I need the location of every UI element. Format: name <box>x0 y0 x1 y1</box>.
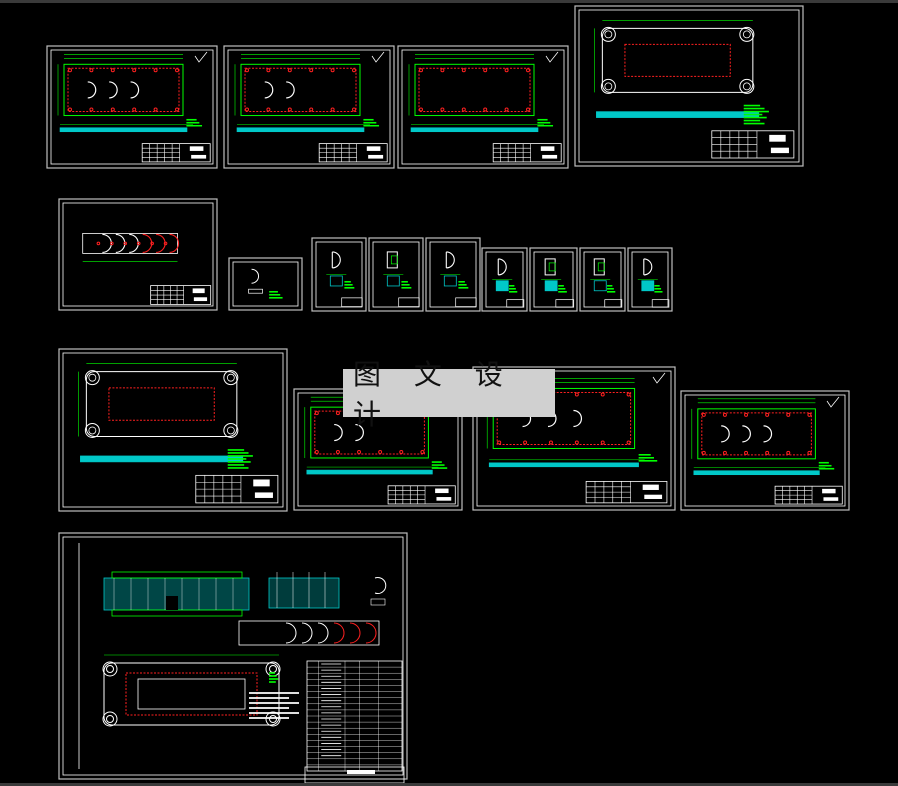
sheet-plate-2[interactable] <box>223 45 395 169</box>
sheet-plate-1[interactable] <box>46 45 218 169</box>
sheet-plate-4[interactable] <box>293 388 463 511</box>
sheet-punch-4[interactable] <box>481 247 528 312</box>
top-border <box>0 0 898 3</box>
sheet-punch-1[interactable] <box>311 237 367 312</box>
watermark-banner: 图 文 设 计 <box>343 358 555 431</box>
sheet-punch-2[interactable] <box>368 237 424 312</box>
sheet-plate-5[interactable] <box>472 366 676 511</box>
sheet-die-base-bottom[interactable] <box>58 348 288 512</box>
sheet-punch-6[interactable] <box>579 247 626 312</box>
sheet-die-base-top[interactable] <box>574 5 804 167</box>
sheet-assembly[interactable] <box>58 532 408 784</box>
sheet-plate-6[interactable] <box>680 390 850 511</box>
bottom-border <box>0 783 898 786</box>
sheet-plate-3[interactable] <box>397 45 569 169</box>
sheet-part-small[interactable] <box>228 257 303 311</box>
sheet-punch-7[interactable] <box>627 247 673 312</box>
sheet-punch-5[interactable] <box>529 247 578 312</box>
sheet-punch-3[interactable] <box>425 237 481 312</box>
sheet-strip-layout[interactable] <box>58 198 218 311</box>
